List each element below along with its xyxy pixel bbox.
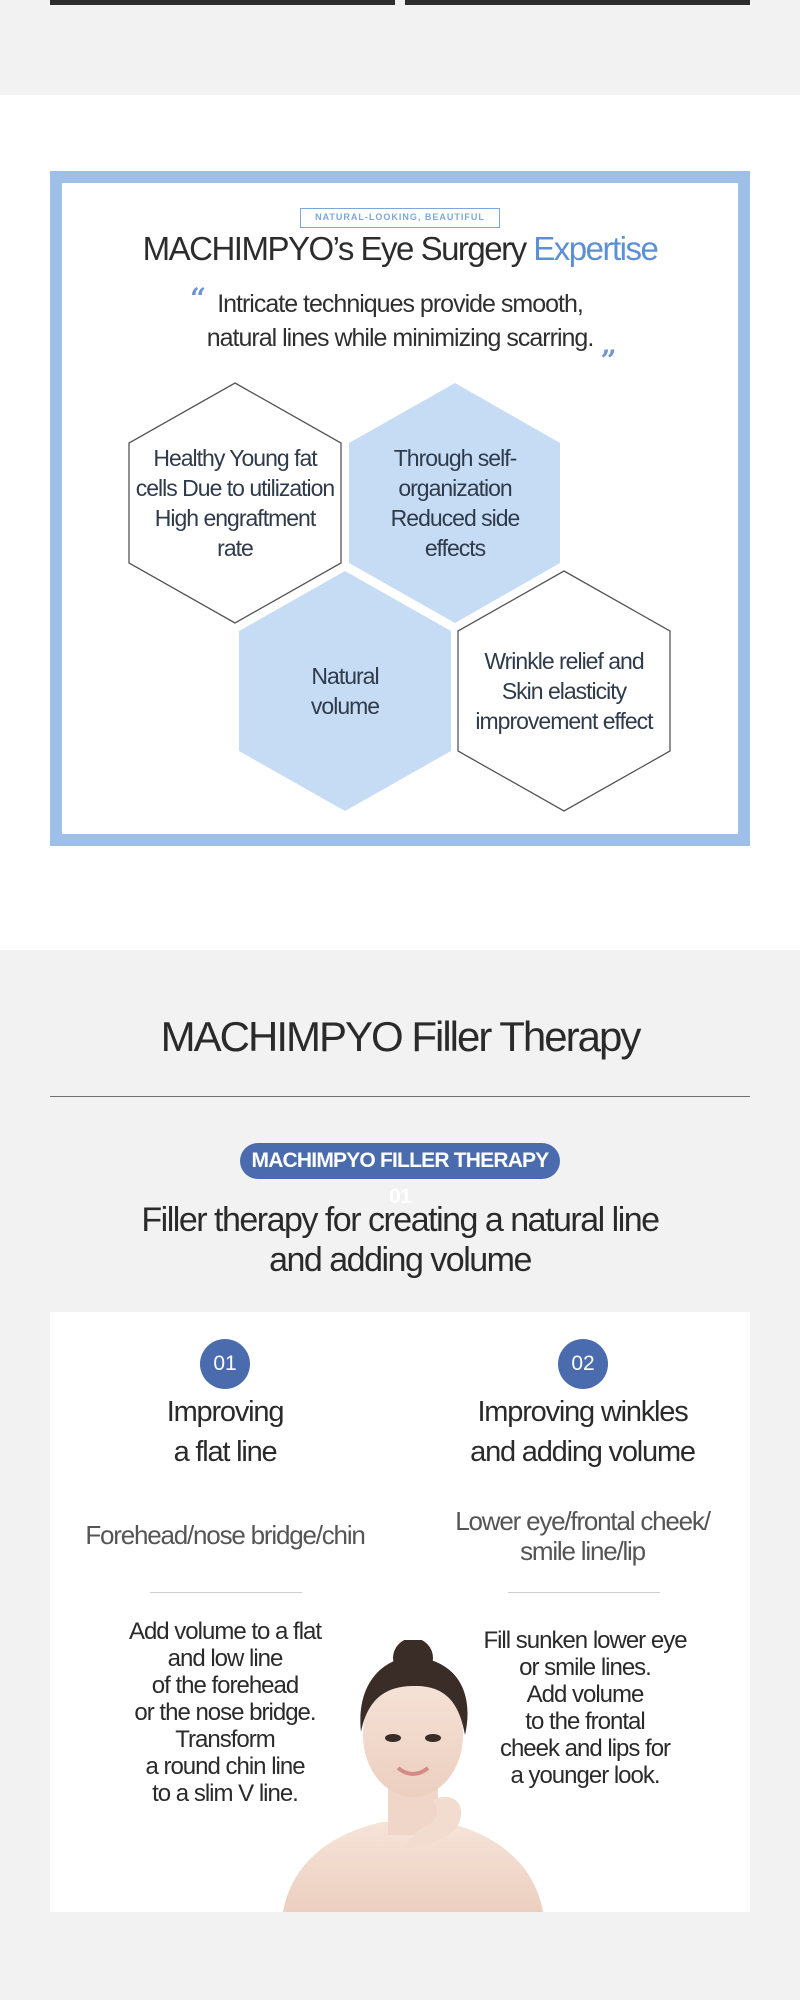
filler-subtitle-line-2: and adding volume [269, 1241, 532, 1279]
quote-line-1: Intricate techniques provide smooth, [217, 290, 584, 318]
column-2-area: Lower eye/frontal cheek/ smile line/lip [420, 1506, 745, 1566]
filler-therapy-pill: MACHIMPYO FILLER THERAPY 01 [240, 1143, 560, 1208]
column-1-area-line-1: Forehead/nose bridge/chin [85, 1520, 366, 1550]
column-2-area-line-1: Lower eye/frontal cheek/ [455, 1506, 711, 1536]
column-2-desc-line: Fill sunken lower eye [483, 1627, 687, 1654]
column-1-rule [150, 1592, 302, 1593]
section-divider [50, 1096, 750, 1097]
column-1-desc-line: Transform [175, 1726, 275, 1753]
column-1-area: Forehead/nose bridge/chin [60, 1520, 390, 1550]
column-1-title-line-2: a flat line [173, 1436, 278, 1468]
top-bar-right [405, 0, 750, 5]
hexagon-3-shape [239, 571, 451, 811]
column-2-title-line-1: Improving winkles [477, 1396, 688, 1428]
column-1-description: Add volume to a flat and low line of the… [85, 1618, 365, 1807]
column-2-desc-line: to the frontal [525, 1708, 645, 1735]
column-2-title: Improving winkles and adding volume [430, 1392, 735, 1472]
step-number-01: 01 [200, 1339, 250, 1389]
hexagon-1-shape [128, 382, 342, 624]
model-portrait-image [283, 1640, 543, 1912]
hexagon-2-shape [349, 383, 560, 623]
column-2-desc-line: cheek and lips for [499, 1735, 671, 1762]
hexagon-2-text: Through self-organization Reduced side e… [390, 445, 521, 561]
quote-close-mark: „ [601, 328, 618, 361]
expertise-title-highlight: Expertise [533, 230, 659, 267]
column-1-title-line-1: Improving [166, 1396, 285, 1428]
column-2-desc-line: or smile lines. [519, 1654, 652, 1681]
expertise-title-main: MACHIMPYO’s Eye Surgery [142, 230, 534, 267]
hexagon-diagram [128, 382, 671, 812]
column-1-desc-line: and low line [167, 1645, 284, 1672]
hexagon-1-text: Healthy Young fat cells Due to utilizati… [135, 445, 335, 561]
column-1-title: Improving a flat line [75, 1392, 375, 1472]
expertise-quote: Intricate techniques provide smooth, nat… [150, 287, 650, 355]
quote-line-2: natural lines while minimizing scarring. [206, 324, 595, 352]
filler-subtitle: Filler therapy for creating a natural li… [60, 1200, 740, 1280]
column-2-description: Fill sunken lower eye or smile lines. Ad… [460, 1627, 710, 1789]
column-1-desc-line: to a slim V line. [152, 1780, 299, 1807]
step-number-02: 02 [558, 1339, 608, 1389]
column-2-area-line-2: smile line/lip [520, 1536, 646, 1566]
column-2-desc-line: Add volume [526, 1681, 645, 1708]
hexagon-4-text: Wrinkle relief and Skin elasticity impro… [475, 648, 653, 734]
filler-subtitle-line-1: Filler therapy for creating a natural li… [141, 1201, 660, 1239]
expertise-badge: NATURAL-LOOKING, BEAUTIFUL [300, 208, 500, 228]
top-bar-left [50, 0, 395, 5]
column-2-title-line-2: and adding volume [470, 1436, 696, 1468]
hexagon-4-shape [457, 570, 671, 812]
hexagon-3-text: Natural volume [310, 663, 380, 719]
column-1-desc-line: of the forehead [151, 1672, 299, 1699]
column-2-rule [508, 1592, 660, 1593]
quote-open-mark: “ [190, 282, 207, 315]
column-1-desc-line: or the nose bridge. [134, 1699, 316, 1726]
column-1-desc-line: Add volume to a flat [128, 1618, 322, 1645]
top-strip [0, 0, 800, 95]
expertise-title: MACHIMPYO’s Eye Surgery Expertise [60, 230, 740, 268]
column-1-desc-line: a round chin line [145, 1753, 305, 1780]
column-2-desc-line: a younger look. [510, 1762, 660, 1789]
filler-title: MACHIMPYO Filler Therapy [160, 1013, 642, 1060]
